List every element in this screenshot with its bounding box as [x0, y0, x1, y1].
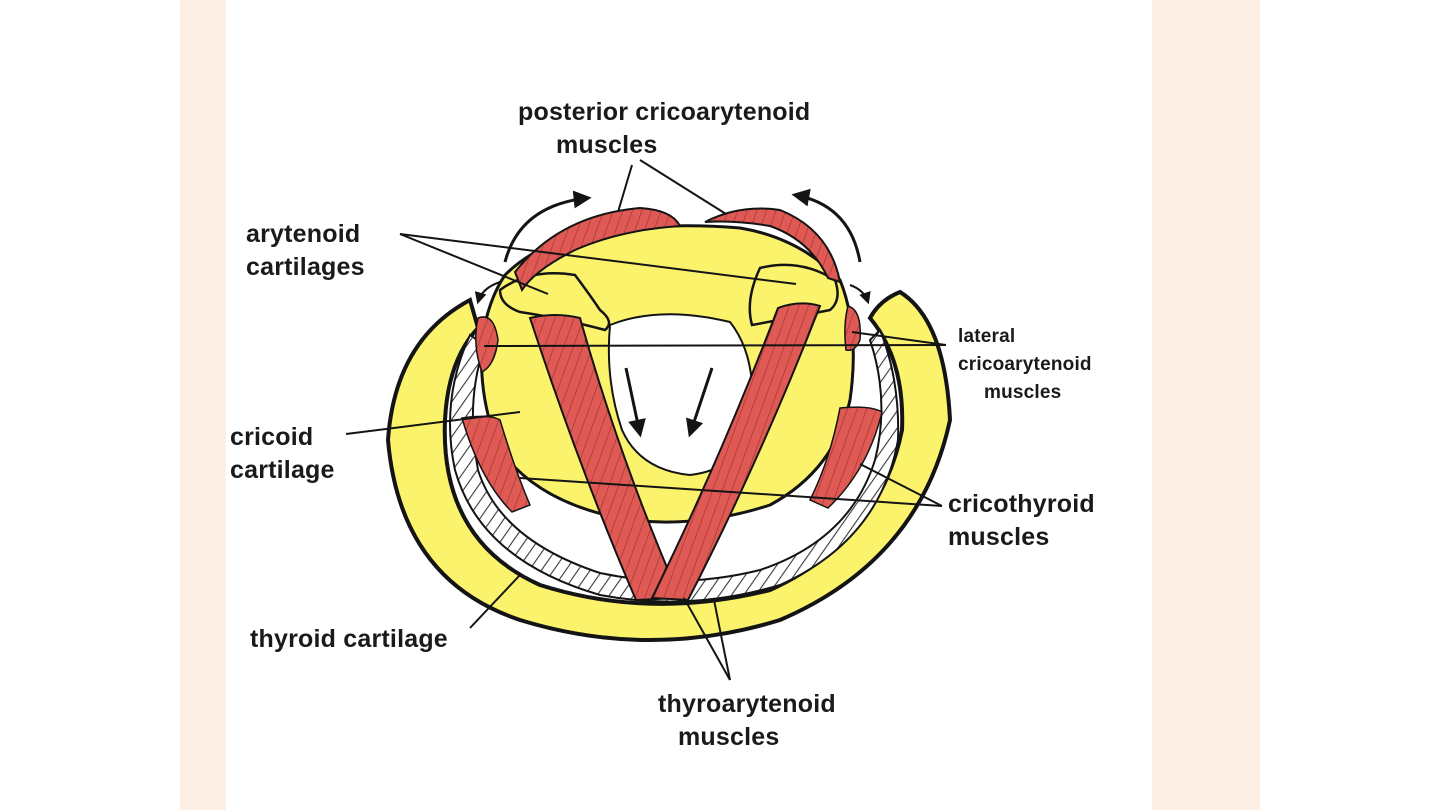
small-arrow-left: [474, 281, 501, 305]
lateral-cricoarytenoid-right: [844, 305, 861, 352]
label-arytenoid-cartilages: arytenoid cartilages: [246, 220, 365, 281]
rotation-arrow-left: [503, 190, 592, 263]
arytenoid-cartilage-left: [498, 272, 611, 332]
posterior-cricoarytenoid-left: [513, 206, 682, 293]
leader-lines: [345, 159, 947, 681]
left-margin-band: [180, 0, 226, 810]
thyroarytenoid-muscle-right: [650, 302, 822, 602]
label-cricothyroid-muscles: cricothyroid muscles: [948, 490, 1095, 551]
label-thyroid-cartilage: thyroid cartilage: [250, 625, 448, 653]
small-arrow-right: [849, 284, 871, 305]
rotation-arrow-right: [791, 188, 862, 263]
thyroid-cartilage-shape: [385, 289, 953, 642]
label-posterior-cricoarytenoid: posterior cricoarytenoid muscles: [518, 98, 811, 159]
right-margin-band: [1152, 0, 1260, 810]
label-lateral-cricoarytenoid: lateral cricoarytenoid muscles: [958, 326, 1092, 403]
cricothyroid-membrane: [449, 328, 900, 603]
thyroarytenoid-muscle-left: [528, 314, 682, 602]
cricothyroid-muscle-right: [808, 406, 883, 509]
lateral-cricoarytenoid-left: [475, 316, 499, 374]
posterior-cricoarytenoid-right: [704, 207, 842, 284]
label-thyroarytenoid-muscles: thyroarytenoid muscles: [658, 690, 836, 751]
down-arrow-left: [624, 367, 646, 438]
label-cricoid-cartilage: cricoid cartilage: [230, 423, 335, 484]
cricothyroid-muscle-left: [461, 415, 531, 513]
down-arrow-right: [686, 367, 714, 438]
